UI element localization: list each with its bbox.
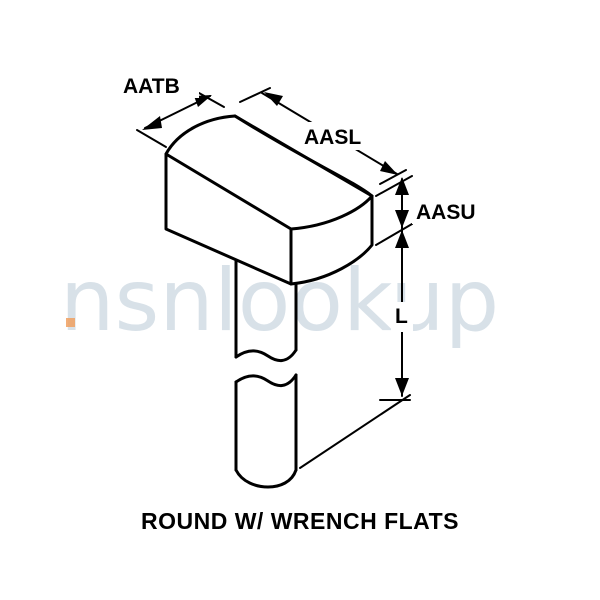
shank-lower xyxy=(234,373,298,489)
shank-break xyxy=(234,348,298,387)
arrow-l-top xyxy=(395,230,409,248)
arrow-l-bottom xyxy=(395,378,409,396)
shank-upper xyxy=(234,244,298,359)
label-aasu: AASU xyxy=(416,201,476,224)
diagram-caption: ROUND W/ WRENCH FLATS xyxy=(141,508,459,534)
watermark-dot xyxy=(66,318,75,327)
arrow-aasl-right xyxy=(380,161,398,175)
arrow-aasu-top xyxy=(395,177,409,195)
label-l: L xyxy=(395,305,408,328)
extension-lines xyxy=(136,87,413,469)
dimension-labels: AATB AASL AASU L xyxy=(117,70,488,332)
label-aasl: AASL xyxy=(304,126,361,149)
arrow-aatb-left xyxy=(142,116,162,130)
arrow-aasl-left xyxy=(264,92,283,106)
bolt-head xyxy=(164,114,374,286)
label-aatb: AATB xyxy=(123,75,180,98)
arrow-aasu-bottom xyxy=(395,210,409,228)
